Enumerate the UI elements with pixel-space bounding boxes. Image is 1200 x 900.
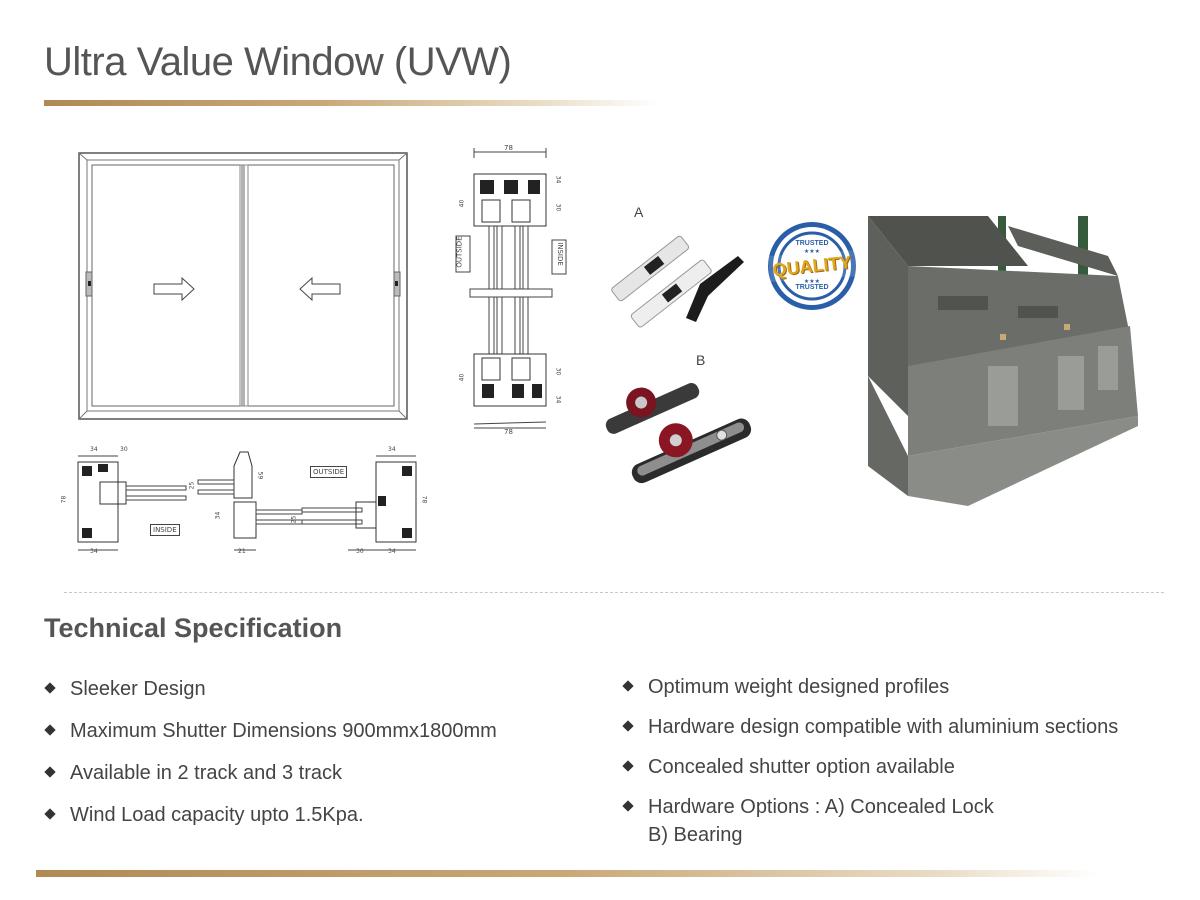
plan-dim-label: 34 (388, 446, 396, 453)
vertical-section-drawing: 78 78 OUTSIDE INSIDE 40 34 30 40 30 34 (452, 144, 582, 436)
hardware-a-label: A (634, 204, 644, 220)
spec-item: Sleeker Design (44, 675, 497, 703)
section-divider (64, 592, 1164, 593)
window-elevation-drawing (78, 152, 408, 420)
plan-dim-label: 25 (290, 515, 298, 524)
plan-dim-label: 34 (90, 446, 98, 453)
spec-item: Concealed shutter option available (622, 753, 1118, 781)
section-outside-label: OUTSIDE (455, 236, 464, 268)
bullet-diamond-icon (44, 724, 56, 736)
arrow-right-icon (153, 276, 195, 302)
badge-stars-bottom: ★★★ (803, 279, 821, 285)
spec-item: Maximum Shutter Dimensions 900mmx1800mm (44, 717, 497, 745)
plan-dim-label: 30 (120, 446, 128, 453)
bullet-diamond-icon (622, 680, 634, 692)
section-inside-label: INSIDE (555, 242, 564, 266)
hardware-b-bearing: B (598, 350, 758, 484)
section-dim-label: 30 (554, 367, 562, 376)
section-dim-label: 34 (554, 175, 562, 184)
plan-dim-label: 21 (238, 548, 246, 555)
plan-dim-label: 34 (388, 548, 396, 555)
badge-stars-top: ★★★ (803, 249, 821, 255)
bullet-diamond-icon (44, 766, 56, 778)
spec-item: Optimum weight designed profiles (622, 673, 1118, 701)
bullet-diamond-icon (622, 720, 634, 732)
plan-dim-label: 30 (356, 548, 364, 555)
bullet-diamond-icon (622, 760, 634, 772)
section-dim-bottom: 78 (504, 428, 513, 436)
plan-dim-label: 59 (256, 471, 264, 480)
spec-section-title: Technical Specification (44, 613, 343, 643)
spec-item: Available in 2 track and 3 track (44, 759, 497, 787)
spec-item: Hardware design compatible with aluminiu… (622, 713, 1118, 741)
quality-badge-icon: TRUSTED ★★★ QUALITY ★★★ TRUSTED (766, 220, 858, 312)
page-title: Ultra Value Window (UVW) (44, 40, 512, 84)
spec-list-right: Optimum weight designed profiles Hardwar… (622, 673, 1118, 861)
section-dim-top: 78 (504, 144, 513, 152)
spec-item: Wind Load capacity upto 1.5Kpa. (44, 801, 497, 829)
hardware-a-concealed-lock: A (600, 200, 750, 332)
badge-top-text: TRUSTED (795, 240, 829, 247)
bullet-diamond-icon (622, 800, 634, 812)
plan-inside-label: INSIDE (150, 524, 180, 536)
badge-bottom-text: TRUSTED (795, 284, 829, 291)
plan-dim-label: 34 (214, 511, 222, 520)
plan-dim-label: 78 (420, 495, 428, 504)
plan-outside-label: OUTSIDE (310, 466, 348, 478)
section-dim-label: 40 (458, 373, 466, 382)
hardware-b-label: B (696, 352, 706, 368)
horizontal-plan-drawing: OUTSIDE INSIDE 34 30 78 34 25 59 34 21 2… (58, 446, 438, 558)
section-dim-label: 34 (554, 395, 562, 404)
aluminium-profile-3d-image (868, 216, 1170, 520)
plan-dim-label: 25 (188, 481, 196, 490)
plan-dim-label: 78 (60, 495, 68, 504)
bullet-diamond-icon (44, 808, 56, 820)
title-underline (44, 100, 659, 106)
footer-rule (36, 870, 1096, 877)
plan-dim-label: 34 (90, 548, 98, 555)
arrow-left-icon (299, 276, 341, 302)
section-dim-label: 30 (554, 203, 562, 212)
bullet-diamond-icon (44, 682, 56, 694)
spec-list-left: Sleeker Design Maximum Shutter Dimension… (44, 675, 497, 843)
section-dim-label: 40 (458, 199, 466, 208)
